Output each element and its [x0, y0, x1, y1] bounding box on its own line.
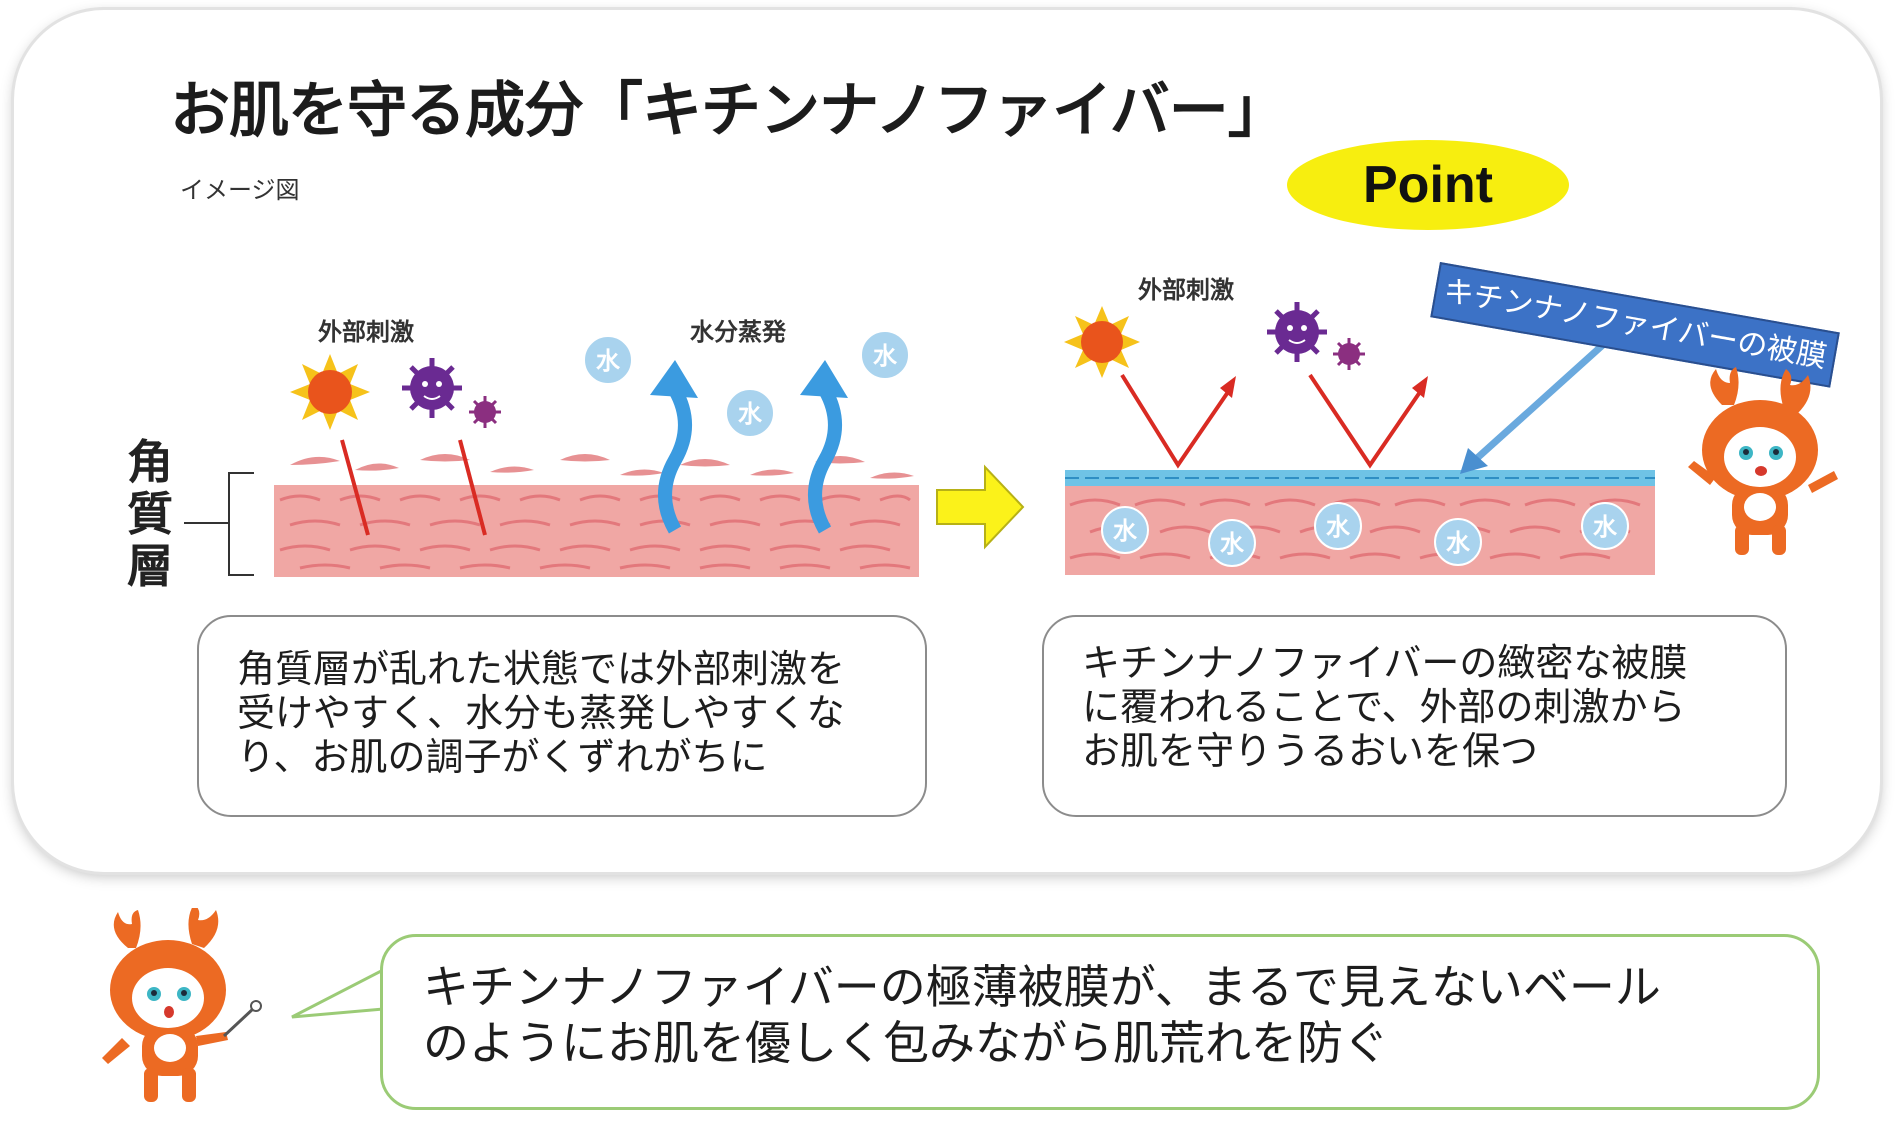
svg-text:水: 水	[1593, 513, 1618, 541]
bubble-line: キチンナノファイバーの極薄被膜が、まるで見えないベール	[423, 960, 1661, 1014]
germ-icon	[402, 358, 462, 418]
damaged-skin-diagram: 水 水 水	[274, 330, 919, 577]
bottom-speech-bubble: キチンナノファイバーの極薄被膜が、まるで見えないベール のようにお肌を優しく包み…	[380, 934, 1820, 1110]
reflected-stimulus-arrow	[1120, 373, 1236, 469]
crab-mascot-pointer-icon	[102, 908, 262, 1102]
caption-line: お肌を守りうるおいを保つ	[1082, 729, 1539, 773]
stratum-bracket-tick	[184, 522, 228, 524]
water-bubble: 水	[1208, 519, 1256, 567]
water-bubble: 水	[1581, 502, 1629, 550]
small-germ-icon	[469, 396, 501, 428]
page-title: お肌を守る成分「キチンナノファイバー」	[170, 76, 1288, 146]
svg-text:水: 水	[1326, 513, 1351, 541]
left-caption-box: 角質層が乱れた状態では外部刺激を 受けやすく、水分も蒸発しやすくな り、お肌の調…	[197, 615, 927, 817]
stimulus-penetration-line	[340, 439, 370, 536]
svg-text:水: 水	[1113, 517, 1138, 545]
water-bubble: 水	[583, 335, 633, 385]
point-badge: Point	[1287, 140, 1569, 230]
svg-text:水: 水	[1446, 529, 1471, 557]
speech-bubble-tail	[291, 968, 388, 1019]
evaporation-arrow	[800, 360, 848, 534]
water-bubble: 水	[1101, 506, 1149, 554]
evaporation-arrow	[650, 360, 698, 534]
water-bubble: 水	[725, 388, 775, 438]
bubble-line: のようにお肌を優しく包みながら肌荒れを防ぐ	[423, 1016, 1389, 1070]
crab-mascot-icon	[1688, 367, 1838, 555]
svg-text:水: 水	[1220, 530, 1245, 558]
film-pointer-arrow	[1460, 322, 1628, 474]
image-note: イメージ図	[180, 176, 300, 204]
small-germ-icon	[1333, 338, 1365, 370]
svg-text:水: 水	[596, 347, 621, 375]
stratum-bracket	[228, 472, 254, 576]
chitin-film-layer	[1065, 470, 1655, 486]
caption-line: 角質層が乱れた状態では外部刺激を	[237, 647, 846, 691]
evaporation-label: 水分蒸発	[690, 318, 786, 346]
sun-icon	[290, 354, 370, 430]
water-bubble: 水	[1434, 518, 1482, 566]
caption-line: 受けやすく、水分も蒸発しやすくな	[237, 691, 845, 735]
stimulus-penetration-line	[458, 439, 487, 536]
right-caption-box: キチンナノファイバーの緻密な被膜 に覆われることで、外部の刺激から お肌を守りう…	[1042, 615, 1787, 817]
svg-text:水: 水	[873, 342, 898, 370]
reflected-stimulus-arrow	[1308, 373, 1428, 469]
germ-icon	[1267, 302, 1327, 362]
protected-skin-diagram: 水 水 水 水 水	[1064, 302, 1655, 575]
water-bubble: 水	[1314, 502, 1362, 550]
external-stimulus-label: 外部刺激	[318, 318, 414, 346]
transition-arrow-icon	[936, 464, 1025, 550]
caption-line: り、お肌の調子がくずれがちに	[237, 735, 768, 779]
stratum-corneum-label: 角質層	[127, 435, 173, 593]
svg-text:水: 水	[738, 400, 763, 428]
water-bubble: 水	[860, 330, 910, 380]
external-stimulus-label: 外部刺激	[1138, 276, 1234, 304]
caption-line: キチンナノファイバーの緻密な被膜	[1082, 641, 1688, 685]
sun-icon	[1064, 306, 1140, 378]
caption-line: に覆われることで、外部の刺激から	[1082, 685, 1686, 729]
